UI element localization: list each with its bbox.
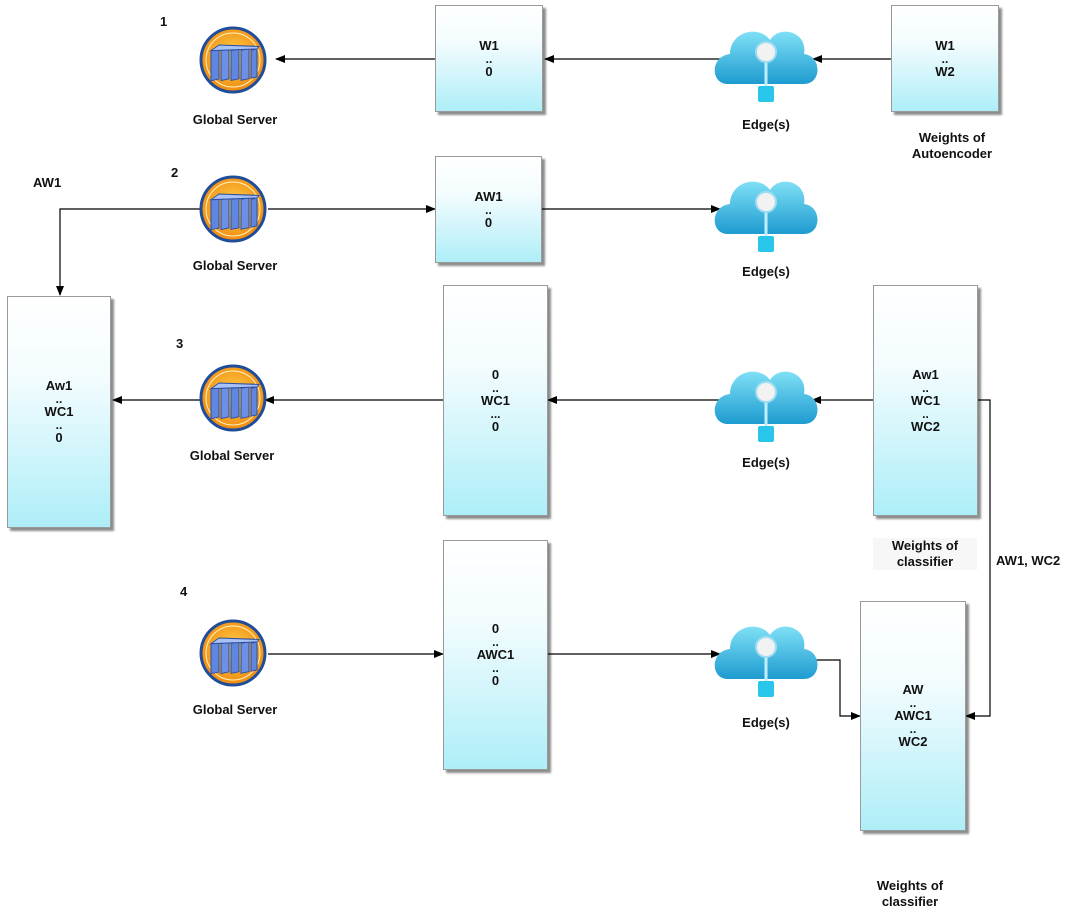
caption-weights-classifier: Weights of classifier: [873, 538, 977, 570]
arrow-classifier-to-finalbox: [965, 399, 991, 720]
edge-label: Edge(s): [742, 715, 790, 730]
step-number-3: 3: [176, 336, 184, 351]
weight-line: ..: [909, 722, 917, 736]
edge-cloud-icon: [713, 370, 819, 444]
weight-line: 0: [491, 366, 500, 382]
weight-line: AW1: [474, 188, 503, 204]
global-server-label: Global Server: [192, 112, 278, 127]
weight-line: ..: [55, 392, 63, 406]
arrow-server2-to-leftbox: [56, 208, 200, 296]
weights-box-final: AW..AWC1..WC2: [860, 601, 966, 831]
step-number-1: 1: [160, 14, 168, 29]
global-server-label: Global Server: [192, 258, 278, 273]
weight-line: ..: [909, 696, 917, 710]
weights-box-step4-mid: 0..AWC1..0: [443, 540, 548, 770]
weight-line: 0: [484, 214, 493, 230]
weight-line: 0: [55, 430, 63, 445]
weight-line: WC1: [44, 404, 74, 419]
weight-line: ..: [492, 380, 499, 395]
weights-box-step2-mid: AW1..0: [435, 156, 542, 263]
global-server-icon: [199, 26, 267, 94]
weight-line: Aw1: [912, 366, 939, 382]
weight-line: W1: [479, 37, 499, 53]
edge-label: Edge(s): [742, 117, 790, 132]
global-server-icon: [199, 175, 267, 243]
connector-label-aw1: AW1: [33, 175, 62, 190]
weight-line: AWC1: [476, 647, 515, 662]
weight-line: ..: [922, 380, 929, 395]
weight-line: ..: [941, 51, 949, 66]
edge-cloud-icon: [713, 625, 819, 699]
weights-box-step1-mid: W1..0: [435, 5, 543, 112]
edge-cloud-icon: [713, 30, 819, 104]
connector-label-aw1-wc2: AW1, WC2: [996, 553, 1061, 568]
weight-line: ..: [55, 418, 63, 432]
weight-line: 0: [491, 621, 500, 636]
weight-line: WC2: [898, 734, 928, 749]
step-number-4: 4: [180, 584, 188, 599]
global-server-label: Global Server: [189, 448, 275, 463]
step-number-2: 2: [171, 165, 179, 180]
weight-line: AWC1: [894, 708, 932, 723]
caption-weights-classifier-bottom: Weights of classifier: [876, 878, 944, 909]
weights-box-step3-left: Aw1..WC1..0: [7, 296, 111, 528]
weight-line: WC2: [911, 418, 940, 434]
weight-line: 0: [485, 63, 493, 79]
weight-line: AW: [902, 682, 924, 697]
connector-arrows: [56, 55, 991, 720]
edge-cloud-icon: [713, 180, 819, 254]
weight-line: ..: [492, 661, 499, 675]
edge-label: Edge(s): [742, 264, 790, 279]
global-server-icon: [199, 619, 267, 687]
caption-weights-autoencoder: Weights of Autoencoder: [911, 130, 993, 161]
weight-line: ..: [492, 635, 499, 649]
weights-box-step3-mid: 0..WC1...0: [443, 285, 548, 516]
weight-line: 0: [491, 418, 500, 434]
weights-box-classifier: Aw1..WC1..WC2: [873, 285, 978, 516]
global-server-label: Global Server: [192, 702, 278, 717]
weight-line: ..: [485, 202, 492, 217]
weight-line: ..: [485, 51, 493, 66]
weights-box-autoencoder: W1..W2: [891, 5, 999, 112]
weight-line: WC1: [481, 392, 510, 408]
weight-line: Aw1: [45, 378, 73, 393]
weight-line: WC1: [911, 392, 940, 408]
weight-line: ..: [922, 406, 929, 421]
weight-line: 0: [491, 673, 500, 688]
weight-line: ...: [490, 406, 501, 421]
edge-label: Edge(s): [742, 455, 790, 470]
weight-line: W2: [935, 63, 955, 79]
global-server-icon: [199, 364, 267, 432]
arrow-edge4-to-finalbox: [815, 659, 861, 720]
weight-line: W1: [935, 37, 955, 53]
